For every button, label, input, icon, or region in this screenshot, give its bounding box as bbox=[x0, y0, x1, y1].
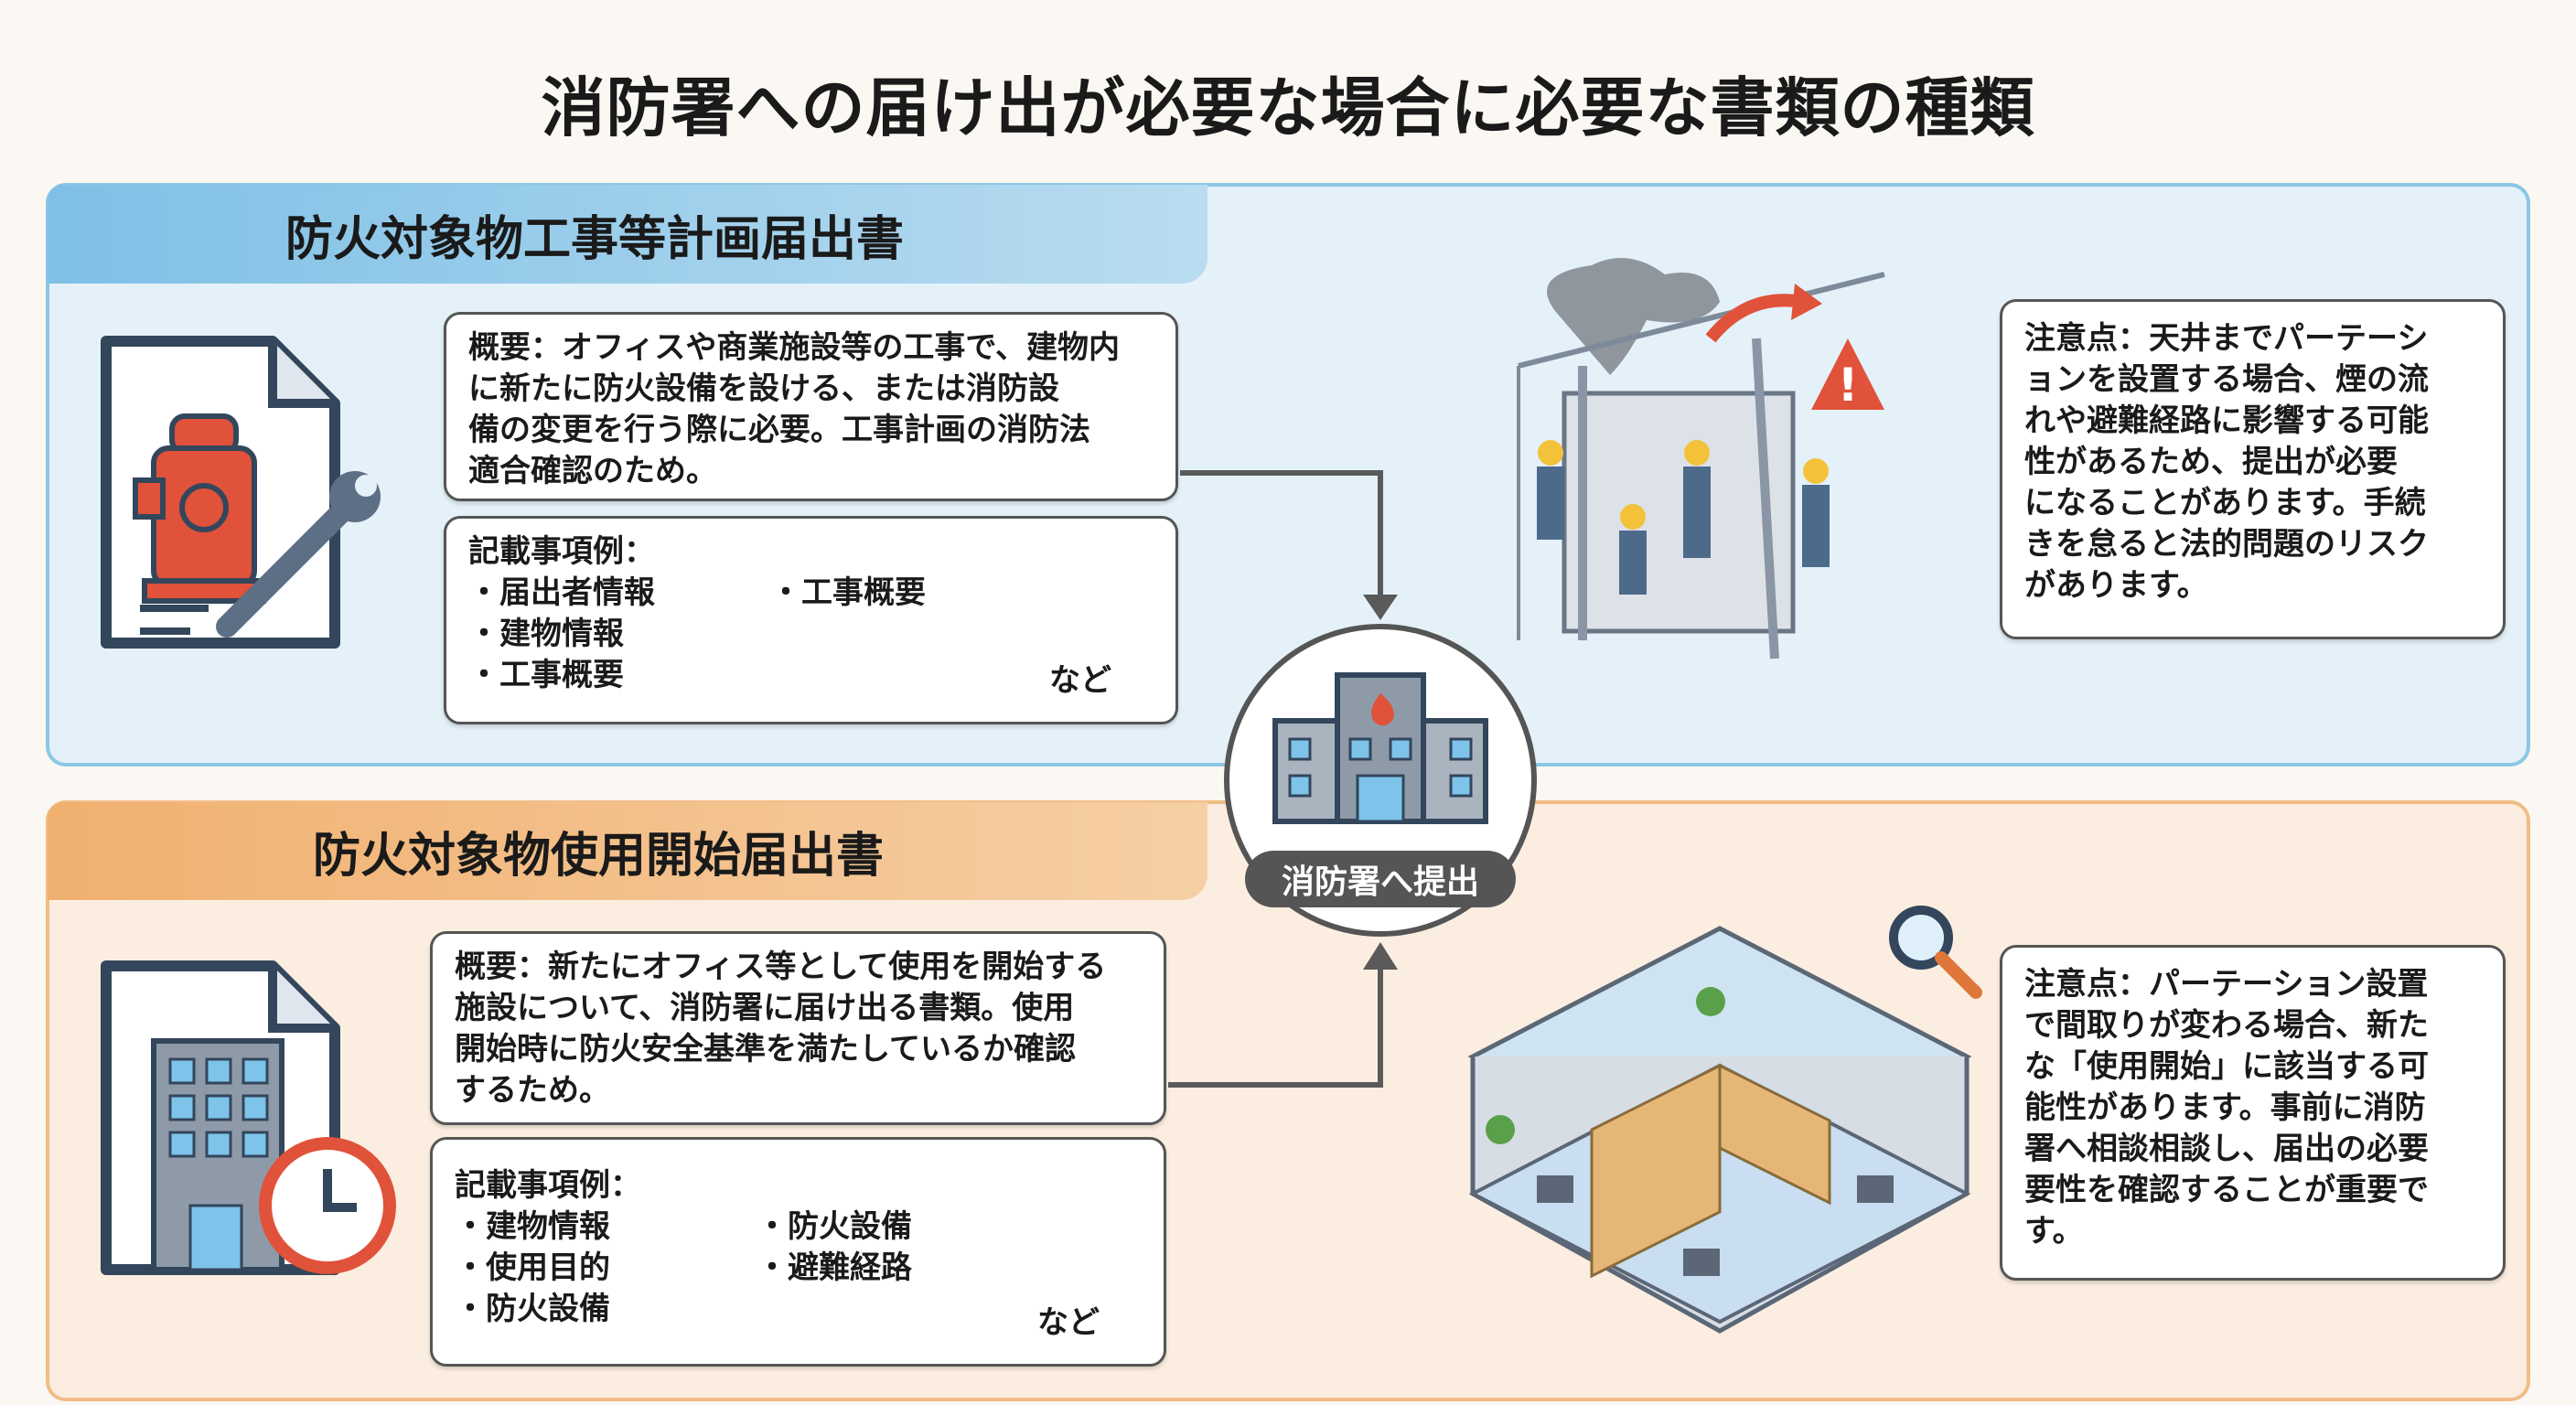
summary-line: するため。 bbox=[455, 1072, 610, 1109]
note-line: な「使用開始」に該当する可 bbox=[2024, 1048, 2429, 1085]
note-line: になることがあります。手続 bbox=[2024, 485, 2426, 521]
items-box: 記載事項例： ・建物情報・防火設備 ・使用目的・避難経路 ・防火設備 など bbox=[430, 1137, 1166, 1367]
item: ・避難経路 bbox=[757, 1249, 912, 1286]
summary-line: 適合確認のため。 bbox=[468, 453, 717, 489]
summary-line: 施設について、消防署に届け出る書類。使用 bbox=[455, 990, 1075, 1026]
summary-line: 概要：オフィスや商業施設等の工事で、建物内 bbox=[468, 329, 1120, 366]
item: ・建物情報 bbox=[468, 616, 624, 652]
summary-box: 概要：オフィスや商業施設等の工事で、建物内 に新たに防火設備を設ける、または消防… bbox=[444, 312, 1178, 501]
note-box: 注意点：パーテーション設置 で間取りが変わる場合、新た な「使用開始」に該当する… bbox=[2000, 945, 2506, 1281]
items-box: 記載事項例： ・届出者情報・工事概要 ・建物情報 ・工事概要 など bbox=[444, 516, 1178, 724]
note-line: 性があるため、提出が必要 bbox=[2024, 444, 2398, 480]
items-label: 記載事項例： bbox=[455, 1167, 641, 1204]
items-label: 記載事項例： bbox=[468, 533, 655, 570]
note-line: 注意点：天井までパーテーシ bbox=[2024, 320, 2429, 357]
summary-line: に新たに防火設備を設ける、または消防設 bbox=[468, 370, 1059, 407]
note-line: す。 bbox=[2024, 1213, 2084, 1249]
arrow-top bbox=[1180, 470, 1383, 599]
note-line: きを怠ると法的問題のリスク bbox=[2024, 526, 2429, 563]
item: ・使用目的 bbox=[455, 1249, 610, 1286]
office-floorplan-illustration bbox=[1467, 906, 1982, 1334]
building-document-icon bbox=[101, 960, 396, 1275]
summary-line: 開始時に防火安全基準を満たしているか確認 bbox=[455, 1031, 1076, 1067]
note-line: 署へ相談相談し、届出の必要 bbox=[2024, 1131, 2429, 1167]
note-box: 注意点：天井までパーテーシ ョンを設置する場合、煙の流 れや避難経路に影響する可… bbox=[2000, 299, 2506, 639]
summary-line: 概要：新たにオフィス等として使用を開始する bbox=[455, 949, 1107, 985]
item: ・工事概要 bbox=[468, 657, 624, 693]
item: ・防火設備 bbox=[455, 1291, 610, 1327]
arrow-bottom bbox=[1168, 965, 1383, 1088]
section-heading: 防火対象物使用開始届出書 bbox=[48, 802, 1208, 900]
note-line: があります。 bbox=[2024, 567, 2208, 604]
item: ・防火設備 bbox=[757, 1208, 912, 1245]
fire-station-icon bbox=[1272, 672, 1488, 824]
items-suffix: など bbox=[1049, 662, 1111, 699]
items-suffix: など bbox=[1037, 1304, 1100, 1341]
item: ・建物情報 bbox=[455, 1208, 610, 1245]
note-line: れや避難経路に影響する可能 bbox=[2024, 402, 2429, 439]
fire-hydrant-document-icon bbox=[101, 336, 381, 649]
note-line: で間取りが変わる場合、新た bbox=[2024, 1007, 2429, 1044]
svg-text:!: ! bbox=[1838, 359, 1859, 412]
summary-box: 概要：新たにオフィス等として使用を開始する 施設について、消防署に届け出る書類。… bbox=[430, 931, 1166, 1125]
summary-line: 備の変更を行う際に必要。工事計画の消防法 bbox=[468, 412, 1090, 448]
page-title: 消防署への届け出が必要な場合に必要な書類の種類 bbox=[541, 70, 2035, 145]
note-line: 要性を確認することが重要で bbox=[2024, 1172, 2429, 1208]
item: ・届出者情報 bbox=[468, 574, 655, 611]
item: ・工事概要 bbox=[770, 574, 926, 611]
note-line: 注意点：パーテーション設置 bbox=[2024, 966, 2429, 1003]
submit-to-fire-station-label: 消防署へ提出 bbox=[1245, 851, 1516, 907]
partition-construction-illustration: ! bbox=[1517, 258, 1885, 660]
note-line: 能性があります。事前に消防 bbox=[2024, 1089, 2426, 1126]
note-line: ョンを設置する場合、煙の流 bbox=[2024, 361, 2429, 398]
section-heading: 防火対象物工事等計画届出書 bbox=[48, 185, 1208, 284]
